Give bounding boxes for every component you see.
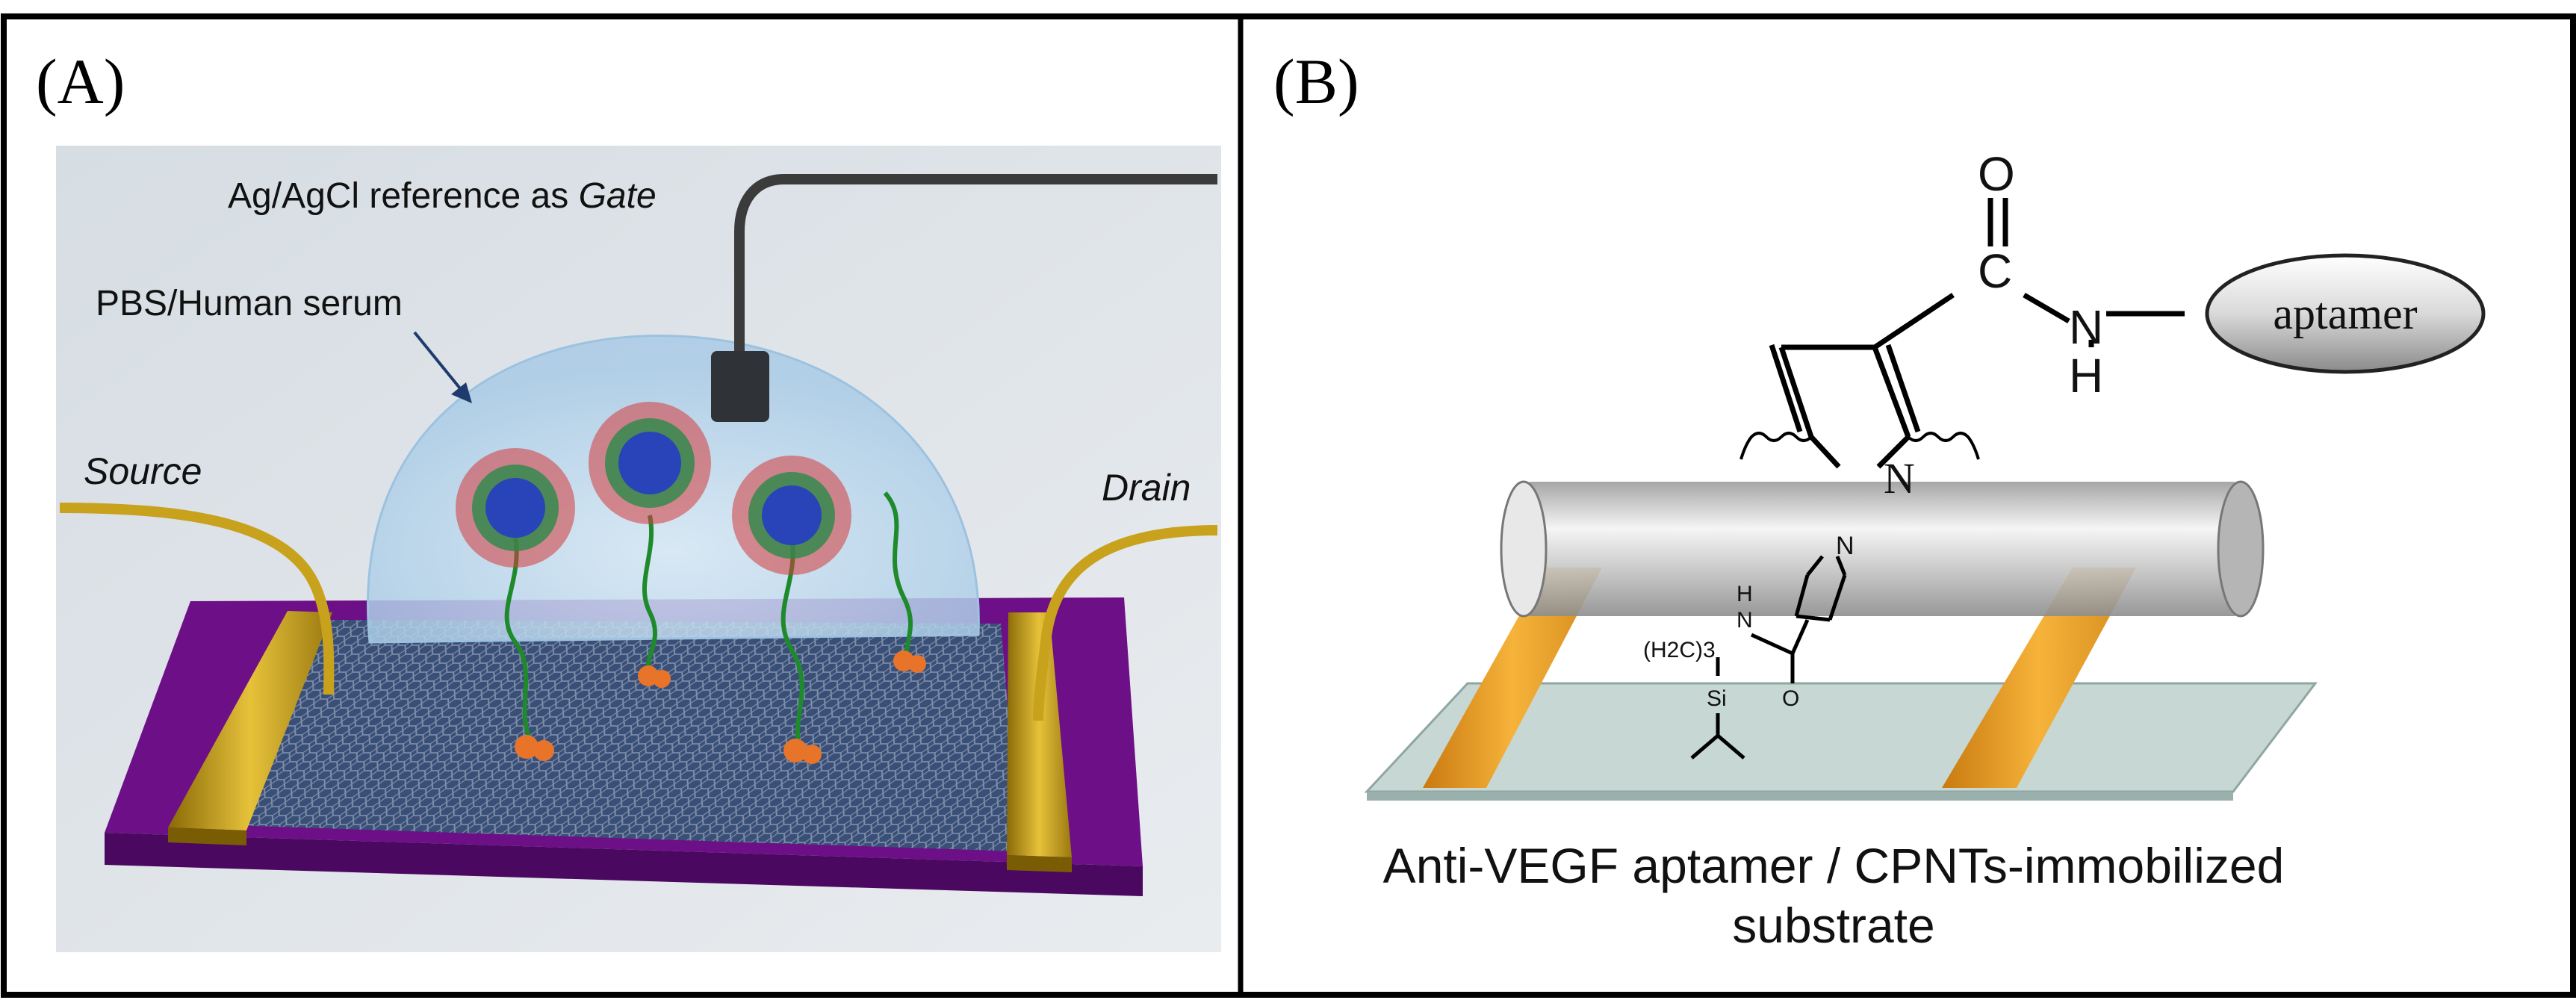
atom-n-amide: N — [2069, 300, 2103, 354]
source-label: Source — [84, 450, 202, 492]
pbs-arrow — [413, 331, 465, 394]
pyrrole-wavy-bond — [1907, 432, 1980, 460]
gate-label: Ag/AgCl reference as Gate — [228, 176, 657, 216]
aptamer-label: aptamer — [2273, 289, 2417, 338]
atom-h-amide: H — [2069, 349, 2103, 403]
pyrene-anchor — [515, 650, 926, 764]
outer-border — [1, 13, 2576, 998]
caption-line-2: substrate — [1732, 898, 1934, 953]
source-electrode-front — [168, 827, 246, 845]
aptamer-strand-free — [883, 491, 913, 658]
drain-electrode — [1007, 612, 1072, 857]
small-pyrrole — [1690, 555, 1847, 760]
cpnt-tube-right-end — [2217, 480, 2265, 618]
vegf-protein — [456, 448, 575, 568]
source-wire — [59, 503, 335, 695]
panel-b: (B) O C N H — [1273, 46, 2486, 953]
graphene-lattice — [232, 620, 1019, 851]
atom-n-pyrrole: N — [1884, 454, 1915, 503]
left-electrode — [1423, 568, 1602, 788]
small-n-amide: N — [1737, 608, 1753, 633]
drain-label: Drain — [1102, 467, 1191, 509]
right-electrode — [1942, 568, 2136, 788]
small-h: H — [1737, 582, 1753, 606]
gate-electrode — [711, 351, 769, 422]
atom-c: C — [1978, 244, 2012, 298]
aptamer-ellipse — [2205, 253, 2486, 374]
gate-wire — [734, 174, 1217, 358]
source-electrode — [168, 611, 332, 830]
pyrrole-wavy-bond — [1739, 432, 1813, 460]
gate-label-prefix: Ag/AgCl reference as — [228, 176, 579, 216]
caption-line-1: Anti-VEGF aptamer / CPNTs-immobilized — [1383, 838, 2285, 893]
atom-o-top: O — [1978, 147, 2015, 201]
small-o: O — [1782, 686, 1799, 711]
panel-a: (A) — [36, 46, 1221, 952]
glass-substrate-edge — [1367, 792, 2233, 801]
pyrrole-ring — [1769, 198, 2185, 469]
cpnt-tube-left-end — [1500, 480, 1548, 618]
small-n-pyrrole: N — [1836, 532, 1855, 560]
cpnt-tube — [1524, 482, 2241, 616]
panel-b-letter: (B) — [1273, 46, 1359, 117]
aptamer-strand — [642, 515, 658, 674]
panel-a-letter: (A) — [36, 46, 125, 117]
pbs-label: PBS/Human serum — [96, 284, 403, 323]
small-si: Si — [1707, 686, 1727, 711]
drain-wire — [1033, 525, 1218, 721]
gate-label-italic: Gate — [579, 176, 657, 216]
vegf-protein — [589, 402, 711, 524]
pbs-arrowhead — [451, 382, 472, 403]
substrate-side — [105, 833, 1143, 896]
aptamer-strand — [504, 537, 533, 741]
vegf-protein — [732, 456, 851, 575]
small-chain: (H2C)3 — [1643, 638, 1716, 662]
drain-electrode-front — [1007, 855, 1072, 872]
